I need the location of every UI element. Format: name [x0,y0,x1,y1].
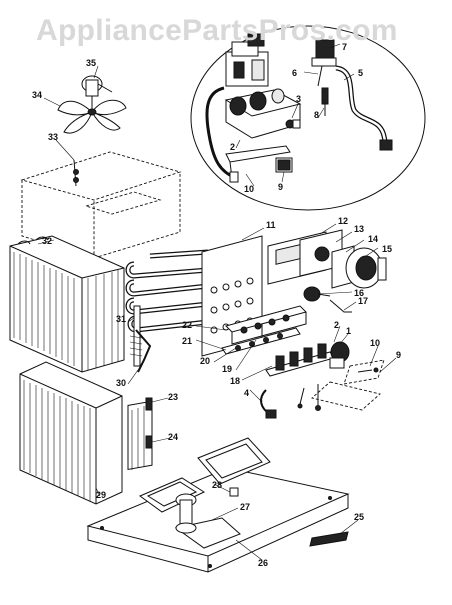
callout-27: 27 [240,502,250,512]
wire-harness [260,389,277,419]
burner-assembly [221,305,385,419]
callout-2a: 2 [230,142,235,152]
gas-valve-detail-inset [190,25,426,211]
inducer-blower-assembly [267,229,387,313]
callout-9b: 9 [396,350,401,360]
callout-9a: 9 [278,182,283,192]
callout-10a: 10 [244,184,254,194]
callout-7: 7 [342,42,347,52]
callout-25: 25 [354,512,364,522]
callout-labels: 7 6 5 3 8 2 10 9 35 34 33 32 11 12 13 14… [32,42,401,568]
filter-rack [127,397,153,471]
callout-1: 1 [346,326,351,336]
callout-19: 19 [222,364,232,374]
callout-8: 8 [314,110,319,120]
callout-30: 30 [116,378,126,388]
callout-23: 23 [168,392,178,402]
flame-rollout-switch [343,359,385,385]
fan-blade [57,99,127,134]
igniter-bracket [311,381,381,411]
callout-16: 16 [354,288,364,298]
base-pan-opening-large [197,437,271,485]
callout-35: 35 [86,58,96,68]
callout-31: 31 [116,314,126,324]
base-pan-opening-small [138,477,206,513]
burner-crossover [221,327,301,355]
callout-3: 3 [296,94,301,104]
hose [329,299,352,313]
inducer-motor [345,247,387,289]
manifold [224,88,302,139]
callout-2b: 2 [334,320,339,330]
condenser-fan-motor-assembly [57,75,127,134]
orifice [285,119,301,129]
callout-28: 28 [212,480,222,490]
callout-33: 33 [48,132,58,142]
callout-34: 34 [32,90,42,100]
flame-sensor [321,87,329,116]
leader-lines [37,65,397,561]
callout-13: 13 [354,224,364,234]
callout-15: 15 [382,244,392,254]
callout-11: 11 [266,220,276,230]
callout-21: 21 [182,336,192,346]
pressure-switch [303,286,331,302]
callout-20: 20 [200,356,210,366]
callout-24: 24 [168,432,178,442]
top-cover [20,151,182,259]
igniter-module [311,39,337,87]
callout-4: 4 [244,388,249,398]
callout-18: 18 [230,376,240,386]
limit-switch-bracket [225,145,293,183]
callout-12: 12 [338,216,348,226]
burner-manifold [265,343,335,377]
gas-valve [225,33,269,87]
callout-26: 26 [258,558,268,568]
callout-10b: 10 [370,338,380,348]
gas-valve-small [329,341,350,369]
condenser-coil [9,235,125,373]
base-pan [86,437,350,573]
drain-assembly [174,493,241,549]
callout-17: 17 [358,296,368,306]
callout-29: 29 [96,490,106,500]
watermark-text: AppliancePartsPros.com [36,14,398,47]
callout-6: 6 [292,68,297,78]
callout-32: 32 [42,236,52,246]
callout-22: 22 [182,320,192,330]
callout-5: 5 [358,68,363,78]
support-rail [309,531,349,547]
fan-motor [81,75,113,112]
callout-14: 14 [368,234,378,244]
inset-circle [190,25,426,211]
side-grille-panel [19,361,123,505]
burner-rack-front [225,305,307,345]
control-wiring [129,305,152,373]
drain-plug [229,487,239,497]
